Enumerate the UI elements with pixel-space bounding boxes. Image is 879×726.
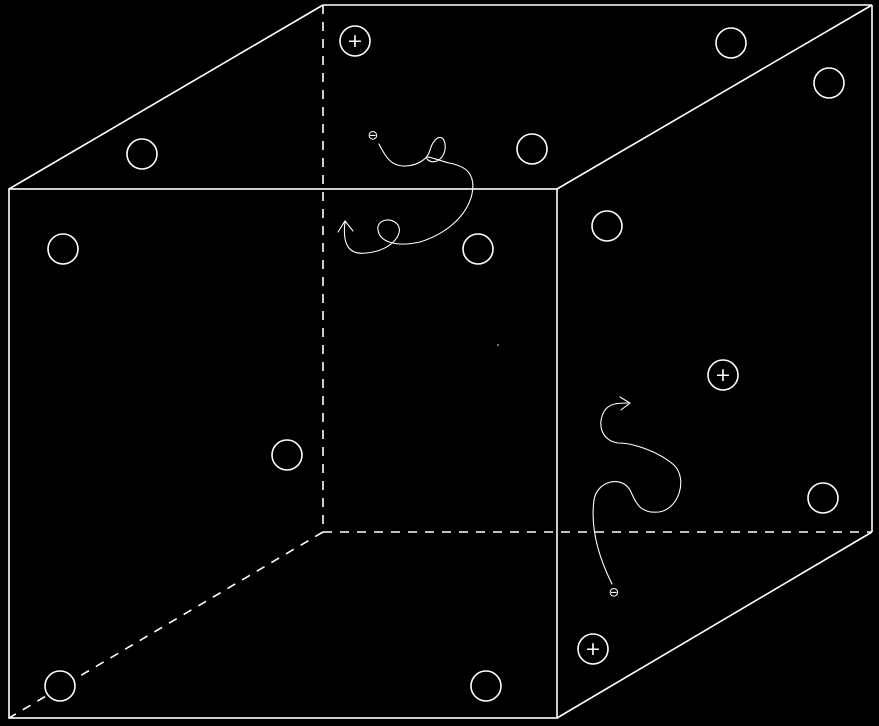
cation-sign: + <box>715 364 731 386</box>
neutral-atom <box>463 234 493 264</box>
cation-sign: + <box>585 638 601 660</box>
neutral-atom <box>471 671 501 701</box>
cation: + <box>340 26 370 56</box>
speck-dot <box>497 344 499 346</box>
neutral-atom <box>127 139 157 169</box>
neutral-atom <box>517 134 547 164</box>
neutral-atom <box>48 234 78 264</box>
neutral-atom <box>808 483 838 513</box>
neutral-atom <box>45 671 75 701</box>
cation: + <box>708 360 738 390</box>
neutral-atom <box>592 211 622 241</box>
neutral-atom <box>814 68 844 98</box>
neutral-atom <box>716 28 746 58</box>
cation: + <box>578 634 608 664</box>
electron-sign: ⊖ <box>609 586 620 601</box>
neutral-atom <box>272 440 302 470</box>
electron-sign: ⊖ <box>368 129 379 144</box>
cation-sign: + <box>347 30 363 52</box>
